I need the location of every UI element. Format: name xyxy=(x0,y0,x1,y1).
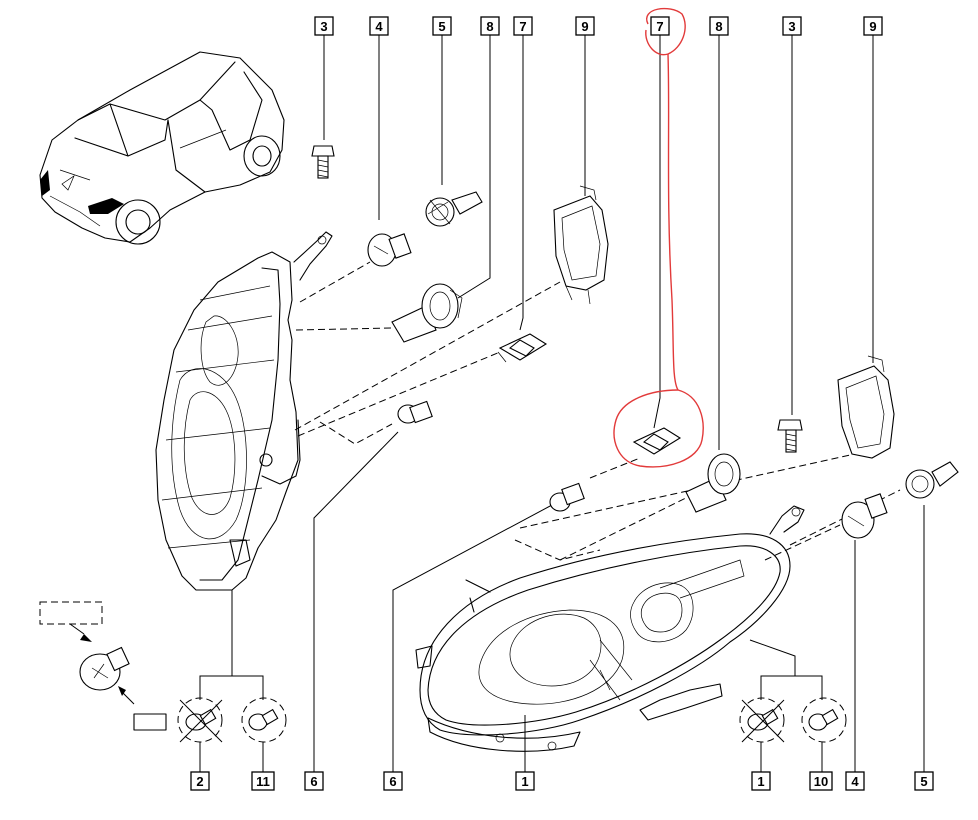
svg-text:10: 10 xyxy=(814,774,828,789)
callout-bottom-1-left[interactable]: 1 xyxy=(515,771,535,791)
svg-text:7: 7 xyxy=(656,19,663,34)
side-bulb-6-left[interactable] xyxy=(397,400,433,424)
callout-bottom-5[interactable]: 5 xyxy=(914,771,934,791)
svg-text:9: 9 xyxy=(869,19,876,34)
h4-bulb-8-left[interactable] xyxy=(391,283,463,343)
svg-text:3: 3 xyxy=(320,19,327,34)
svg-text:5: 5 xyxy=(438,19,445,34)
bracket-right[interactable] xyxy=(769,505,805,535)
callout-top-4-left[interactable]: 4 xyxy=(369,16,389,36)
callout-top-8-right[interactable]: 8 xyxy=(709,16,729,36)
callout-top-3-right[interactable]: 3 xyxy=(782,16,802,36)
h4-bulb-8-right[interactable] xyxy=(685,453,741,513)
callout-bottom-2[interactable]: 2 xyxy=(190,771,210,791)
bolt-right[interactable] xyxy=(777,419,803,453)
callout-top-8-left[interactable]: 8 xyxy=(480,16,500,36)
assembly-dashed-lines xyxy=(294,261,901,561)
red-annotation-highlight xyxy=(613,7,704,468)
bulb-socket-5-left[interactable] xyxy=(425,191,483,227)
side-bulb-6-right[interactable] xyxy=(549,482,585,512)
connector-7-left[interactable] xyxy=(497,333,548,363)
svg-text:6: 6 xyxy=(310,774,317,789)
bulb-socket-5-right[interactable] xyxy=(905,461,959,499)
svg-text:9: 9 xyxy=(581,19,588,34)
svg-text:4: 4 xyxy=(375,19,383,34)
callout-bottom-6-right[interactable]: 6 xyxy=(383,771,403,791)
car-illustration xyxy=(39,51,285,245)
headlamp-right-housing[interactable] xyxy=(415,533,791,752)
callout-top-3-left[interactable]: 3 xyxy=(314,16,334,36)
connector-7-right[interactable] xyxy=(632,427,682,455)
svg-text:7: 7 xyxy=(519,19,526,34)
svg-text:8: 8 xyxy=(715,19,722,34)
bulb-option-crossed-1 xyxy=(739,697,785,743)
svg-text:1: 1 xyxy=(521,774,528,789)
bulb-4-right[interactable] xyxy=(841,493,888,539)
bulb-option-10 xyxy=(801,697,847,743)
callout-bottom-11[interactable]: 11 xyxy=(251,771,275,791)
svg-text:5: 5 xyxy=(920,774,927,789)
svg-text:3: 3 xyxy=(788,19,795,34)
svg-text:6: 6 xyxy=(389,774,396,789)
bolt-left[interactable] xyxy=(311,145,335,179)
callout-bottom-1-right[interactable]: 1 xyxy=(751,771,771,791)
callout-top-9-left[interactable]: 9 xyxy=(575,16,595,36)
inset-bulb-replacement xyxy=(39,601,167,731)
callout-top-7-left[interactable]: 7 xyxy=(513,16,533,36)
bulb-option-crossed-2 xyxy=(177,697,223,743)
bulb-option-11 xyxy=(241,697,287,743)
svg-text:11: 11 xyxy=(256,774,270,789)
callout-top-9-right[interactable]: 9 xyxy=(863,16,883,36)
callout-top-5-left[interactable]: 5 xyxy=(432,16,452,36)
callout-bottom-6-left[interactable]: 6 xyxy=(304,771,324,791)
callout-bottom-10[interactable]: 10 xyxy=(809,771,833,791)
svg-text:8: 8 xyxy=(486,19,493,34)
leader-lines-top xyxy=(323,35,874,450)
svg-text:4: 4 xyxy=(851,774,859,789)
svg-text:1: 1 xyxy=(757,774,764,789)
dust-cover-9-left[interactable] xyxy=(553,185,609,305)
callout-top-7-right[interactable]: 7 xyxy=(650,16,670,36)
callout-bottom-4[interactable]: 4 xyxy=(845,771,865,791)
leader-lines-bottom xyxy=(199,431,925,772)
dust-cover-9-right[interactable] xyxy=(837,355,895,459)
svg-text:2: 2 xyxy=(196,774,203,789)
headlamp-left-housing[interactable] xyxy=(155,231,333,591)
bulb-4-left[interactable] xyxy=(367,233,412,267)
